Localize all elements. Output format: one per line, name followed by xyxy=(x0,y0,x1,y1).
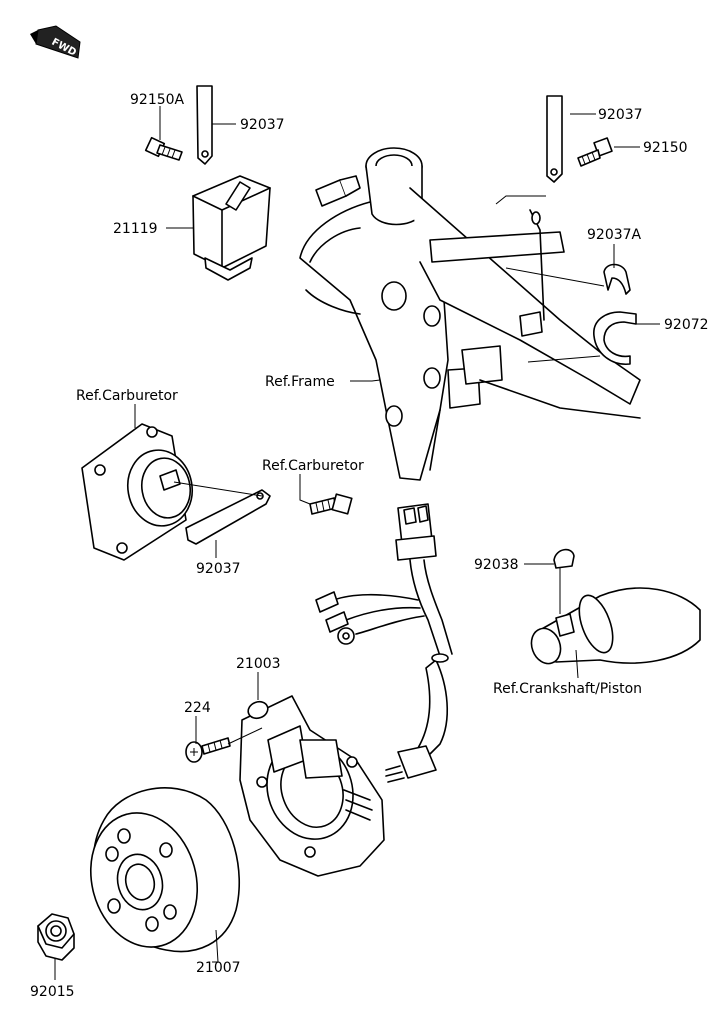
harness-wires xyxy=(315,559,453,783)
label-92150: 92150 xyxy=(643,140,688,156)
key-92038 xyxy=(553,548,575,569)
label-92015: 92015 xyxy=(30,984,75,1000)
nut-92015 xyxy=(37,913,75,961)
label-21119: 21119 xyxy=(113,221,158,237)
label-ref-carburetor-right: Ref.Carburetor xyxy=(262,458,364,474)
bolt-92150 xyxy=(577,137,613,167)
bracket-92037-frame xyxy=(546,95,563,183)
bracket-92037-carb xyxy=(185,489,271,545)
carburetor-flange xyxy=(81,423,193,561)
bracket-92037-relay xyxy=(196,85,213,165)
label-92037-frame: 92037 xyxy=(598,107,643,123)
relay-21119 xyxy=(192,175,271,281)
label-92037-relay: 92037 xyxy=(240,117,285,133)
bolt-92150A xyxy=(144,136,183,161)
bolt-carburetor xyxy=(309,493,353,515)
connector-plug xyxy=(395,503,437,561)
rotor-21007 xyxy=(89,787,240,953)
label-92037A: 92037A xyxy=(587,227,642,243)
band-92072 xyxy=(593,311,637,365)
label-ref-carburetor-left: Ref.Carburetor xyxy=(76,388,178,404)
crankshaft xyxy=(530,587,701,665)
frame xyxy=(299,147,641,481)
part-labels: 92150A 92037 21119 92037 92150 92037A 92… xyxy=(30,92,709,1000)
screw-224 xyxy=(185,737,231,763)
label-92150A: 92150A xyxy=(130,92,185,108)
stator-21003 xyxy=(239,695,385,877)
label-92038: 92038 xyxy=(474,557,519,573)
fwd-arrow-icon: FWD xyxy=(30,25,81,59)
label-224: 224 xyxy=(184,700,211,716)
label-92072: 92072 xyxy=(664,317,709,333)
label-ref-crankshaft-piston: Ref.Crankshaft/Piston xyxy=(493,681,642,697)
label-92037-carb: 92037 xyxy=(196,561,241,577)
label-21003: 21003 xyxy=(236,656,281,672)
label-21007: 21007 xyxy=(196,960,241,976)
label-ref-frame: Ref.Frame xyxy=(265,374,335,390)
clamp-92037A xyxy=(603,263,631,295)
leader-lines xyxy=(54,106,660,980)
